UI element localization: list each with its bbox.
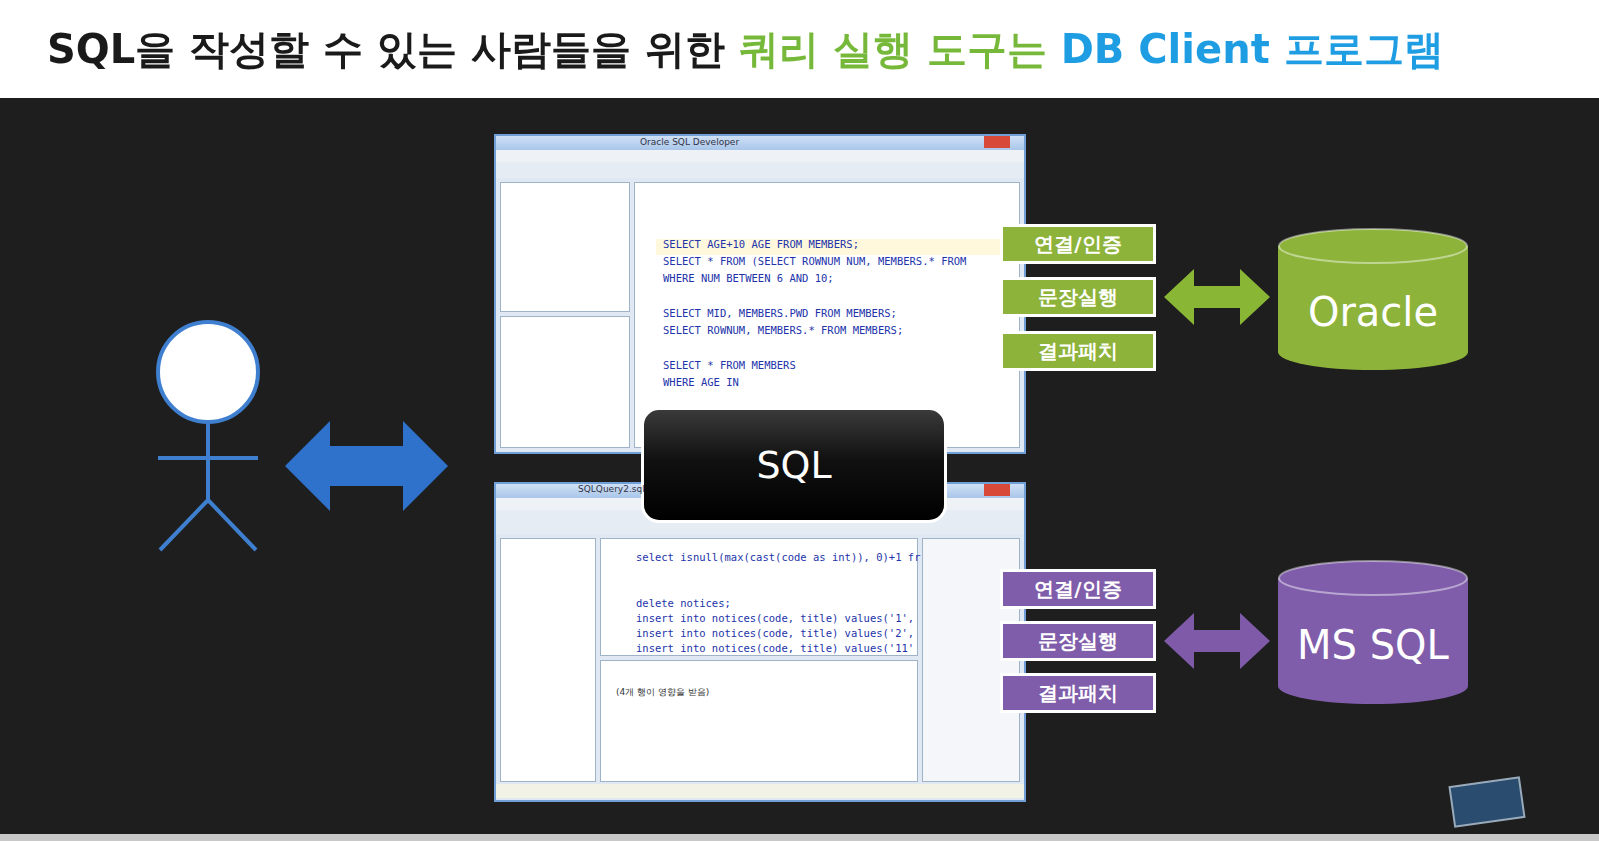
code-line: SELECT * FROM (SELECT ROWNUM NUM, MEMBER… [663,255,966,267]
window-title: Oracle SQL Developer [640,137,739,147]
language-box: SQL [641,407,947,523]
title: SQL을 작성할 수 있는 사람들을 위한 쿼리 실행 도구는 DB Clien… [47,22,1444,77]
double-arrow [1164,269,1270,325]
node-label: SQL [756,443,831,487]
code-line: SELECT * FROM MEMBERS [663,359,796,371]
database-cylinder: MS SQL [1278,560,1468,704]
code-line: SELECT MID, MEMBERS.PWD FROM MEMBERS; [663,307,897,319]
code-line: select isnull(max(cast(code as int)), 0)… [636,551,920,563]
code-line: insert into notices(code, title) values(… [636,642,914,654]
step-box: 결과패치 [1000,331,1156,371]
step-box: 결과패치 [1000,673,1156,713]
node-label: 문장실행 [1038,628,1118,655]
code-line: SELECT ROWNUM, MEMBERS.* FROM MEMBERS; [663,324,903,336]
code-line: delete notices; [636,597,731,609]
window-title: SQLQuery2.sql [578,484,645,494]
person-figure [158,322,258,550]
user-arrow [285,421,448,511]
node-label: Oracle [1308,289,1438,335]
node-label: 결과패치 [1038,338,1118,365]
step-box: 문장실행 [1000,621,1156,661]
monitor-icon [1450,777,1525,826]
step-box: 문장실행 [1000,277,1156,317]
node-label: 결과패치 [1038,680,1118,707]
node-label: 연결/인증 [1034,231,1121,258]
step-box: 연결/인증 [1000,569,1156,609]
database-cylinder: Oracle [1278,228,1468,370]
code-line: SELECT AGE+10 AGE FROM MEMBERS; [663,238,859,250]
node-label: 연결/인증 [1034,576,1121,603]
code-line: WHERE NUM BETWEEN 6 AND 10; [663,272,834,284]
double-arrow [1164,613,1270,669]
node-label: 문장실행 [1038,284,1118,311]
code-line: WHERE AGE IN [663,376,739,388]
result-message: (4개 행이 영향을 받음) [616,686,709,699]
oracle-screenshot [494,134,1026,454]
node-label: MS SQL [1297,622,1449,668]
code-line: insert into notices(code, title) values(… [636,627,914,639]
bottom-strip [0,834,1599,841]
code-line: insert into notices(code, title) values(… [636,612,914,624]
step-box: 연결/인증 [1000,224,1156,264]
